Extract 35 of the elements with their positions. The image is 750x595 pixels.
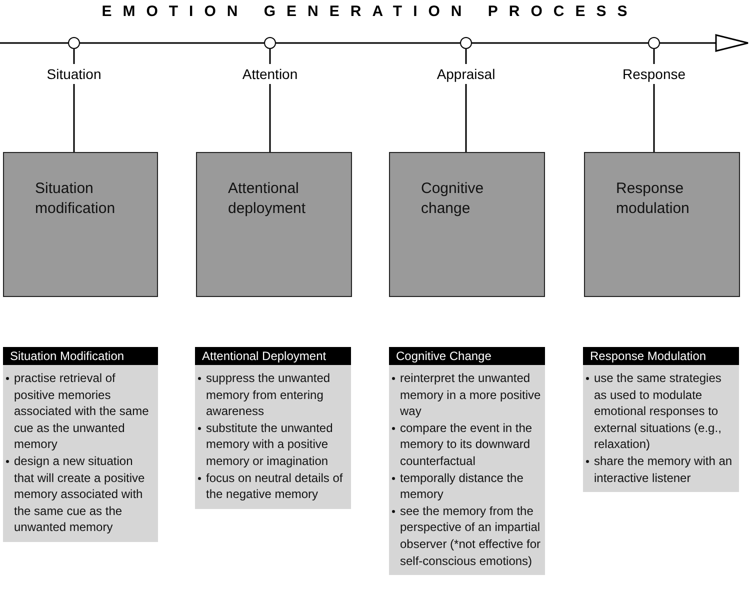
stage-label: Appraisal bbox=[436, 64, 496, 84]
process-box bbox=[3, 152, 158, 297]
timeline-node bbox=[68, 37, 80, 49]
panel-heading: Attentional Deployment bbox=[195, 347, 351, 365]
timeline-line bbox=[0, 42, 68, 44]
process-box bbox=[196, 152, 352, 297]
timeline-arrow bbox=[660, 34, 749, 52]
info-panel bbox=[389, 347, 545, 576]
process-box bbox=[389, 152, 545, 297]
timeline-line bbox=[80, 42, 264, 44]
box-label: Cognitive change bbox=[421, 179, 485, 219]
diagram-title: EMOTION GENERATION PROCESS bbox=[100, 3, 640, 20]
stage-label: Response bbox=[621, 64, 687, 84]
box-label: Attentional deployment bbox=[228, 179, 307, 219]
bullet-text: use the same strategies as used to modulate emotional responses to external situations (e.g., relaxation) bbox=[594, 371, 722, 452]
info-panel bbox=[583, 347, 739, 492]
info-panel bbox=[195, 347, 351, 509]
panel-heading: Cognitive Change bbox=[389, 347, 545, 365]
bullet-text: design a new situation that will create a positive memory associated with the same cue as the unwanted memory bbox=[14, 454, 145, 534]
box-label: Response modulation bbox=[616, 179, 690, 219]
info-panel bbox=[3, 347, 158, 542]
timeline-node bbox=[648, 37, 660, 49]
timeline-node bbox=[264, 37, 276, 49]
bullet-text: see the memory from the perspective of an impartial observer (*not effective for self-conscious emotions) bbox=[400, 504, 541, 568]
stage-label: Attention bbox=[241, 64, 299, 84]
bullet-text: focus on neutral details of the negative memory bbox=[206, 470, 343, 502]
panel-heading: Situation Modification bbox=[3, 347, 158, 365]
process-box bbox=[584, 152, 740, 297]
timeline-line bbox=[472, 42, 648, 44]
box-label: Situation modification bbox=[35, 179, 116, 219]
bullet-text: share the memory with an interactive listener bbox=[594, 454, 732, 485]
panel-heading: Response Modulation bbox=[583, 347, 739, 365]
stage-label: Situation bbox=[46, 64, 102, 84]
timeline-line bbox=[276, 42, 460, 44]
timeline-node bbox=[460, 37, 472, 49]
